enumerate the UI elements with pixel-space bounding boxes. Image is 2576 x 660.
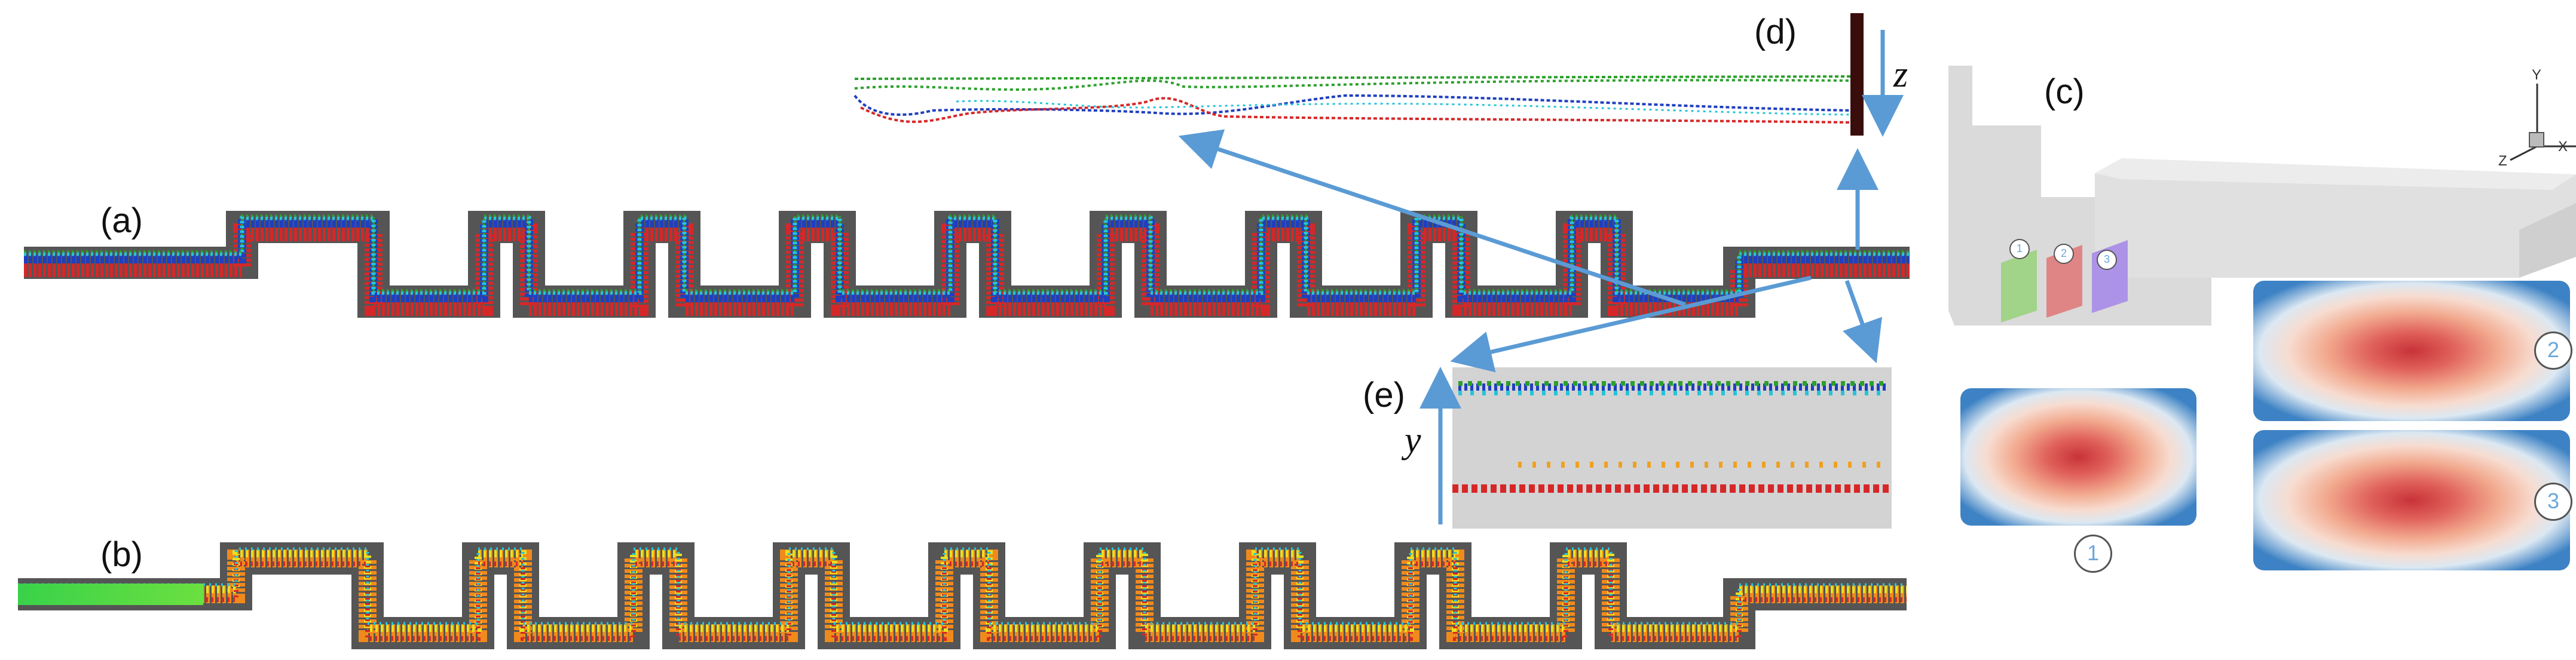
panel-label-a: (a) <box>100 201 143 240</box>
plane-marker-2: 2 <box>2054 244 2074 264</box>
plane-marker-3: 3 <box>2097 250 2117 270</box>
velocity-section-2 <box>2253 281 2570 421</box>
channel-3d-geometry-c <box>1948 66 2576 326</box>
axis-label-y: y <box>1405 420 1421 461</box>
particle-cross-section-e <box>1452 367 1892 529</box>
section-marker-3: 3 <box>2534 483 2572 521</box>
plane-marker-1: 1 <box>2009 239 2030 259</box>
serpentine-channel-a <box>24 211 1910 318</box>
triad-label-z: Z <box>2498 153 2507 169</box>
serpentine-channel-b <box>18 542 1907 649</box>
trajectory-side-view-d <box>853 13 1864 136</box>
panel-label-b: (b) <box>100 535 143 574</box>
triad-label-x: X <box>2558 139 2568 155</box>
panel-label-e: (e) <box>1363 376 1405 415</box>
section-marker-1: 1 <box>2074 535 2112 573</box>
velocity-section-1 <box>1960 388 2196 526</box>
coordinate-triad-icon <box>2510 84 2576 161</box>
callout-arrows <box>1178 30 1904 524</box>
triad-label-y: Y <box>2532 67 2542 83</box>
panel-label-d: (d) <box>1754 13 1797 51</box>
axis-label-z: z <box>1893 54 1908 95</box>
velocity-section-3 <box>2253 430 2570 570</box>
section-marker-2: 2 <box>2534 331 2572 370</box>
panel-label-c: (c) <box>2044 72 2085 111</box>
